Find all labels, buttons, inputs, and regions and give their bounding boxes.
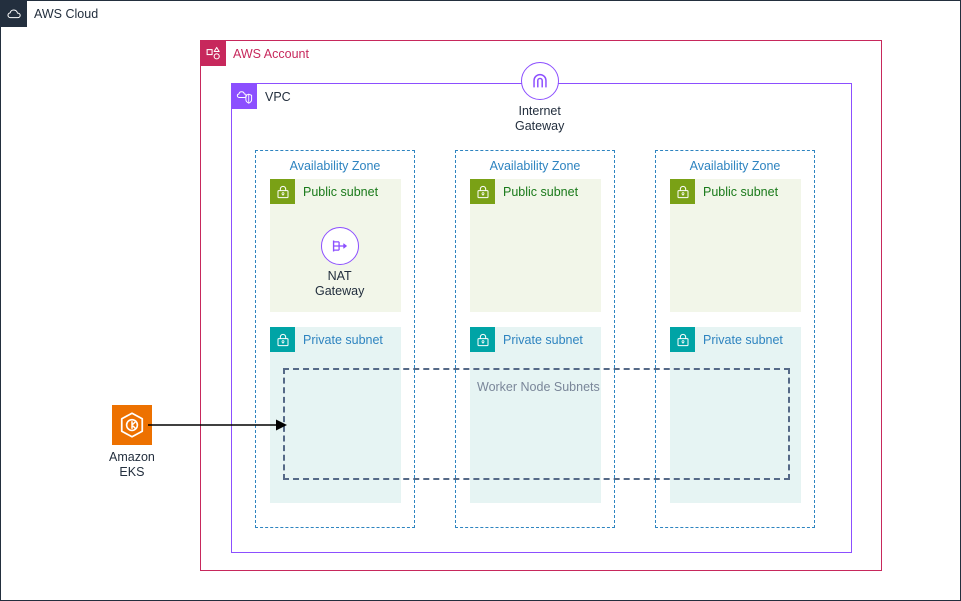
nat-gateway-node[interactable]: NAT Gateway [315,227,364,299]
private-subnet-label: Private subnet [703,332,783,347]
internet-gateway-label: Internet Gateway [515,104,565,133]
public-subnet-header: Public subnet [670,179,778,204]
amazon-eks-node[interactable]: Amazon EKS [109,405,155,480]
worker-node-subnets-label: Worker Node Subnets [477,380,600,394]
availability-zone-label: Availability Zone [489,159,581,173]
cloud-icon [1,1,27,27]
private-subnet-header: Private subnet [470,327,583,352]
aws-account-label: AWS Account [233,47,309,61]
lock-icon [670,179,695,204]
internet-gateway-icon [520,62,559,100]
private-subnet-header: Private subnet [270,327,383,352]
eks-to-worker-nodes-connector [148,419,287,431]
private-subnet-header: Private subnet [670,327,783,352]
availability-zone-3: Availability Zone Public subnet [655,150,815,528]
private-subnet-2: Private subnet [470,327,601,503]
availability-zone-label: Availability Zone [289,159,381,173]
nat-gateway-icon [320,227,359,265]
vpc-label: VPC [265,90,291,104]
amazon-eks-label: Amazon EKS [109,450,155,479]
nat-gateway-label: NAT Gateway [315,269,365,298]
private-subnet-3: Private subnet [670,327,801,503]
private-subnet-label: Private subnet [503,332,583,347]
amazon-eks-icon [111,405,152,445]
aws-account-icon [201,41,226,66]
worker-node-subnets-boundary: Worker Node Subnets [283,368,790,480]
availability-zone-label: Availability Zone [689,159,781,173]
public-subnet-label: Public subnet [703,184,779,199]
vpc-icon [232,84,257,109]
lock-icon [470,327,495,352]
lock-icon [670,327,695,352]
public-subnet-label: Public subnet [303,184,379,199]
internet-gateway-node[interactable]: Internet Gateway [515,62,564,134]
public-subnet-2: Public subnet [470,179,601,312]
public-subnet-3: Public subnet [670,179,801,312]
private-subnet-label: Private subnet [303,332,383,347]
private-subnet-1: Private subnet [270,327,401,503]
aws-cloud-label: AWS Cloud [34,7,99,21]
lock-icon [270,179,295,204]
availability-zone-2: Availability Zone Public subnet [455,150,615,528]
lock-icon [270,327,295,352]
public-subnet-header: Public subnet [270,179,378,204]
public-subnet-header: Public subnet [470,179,578,204]
lock-icon [470,179,495,204]
public-subnet-label: Public subnet [503,184,579,199]
